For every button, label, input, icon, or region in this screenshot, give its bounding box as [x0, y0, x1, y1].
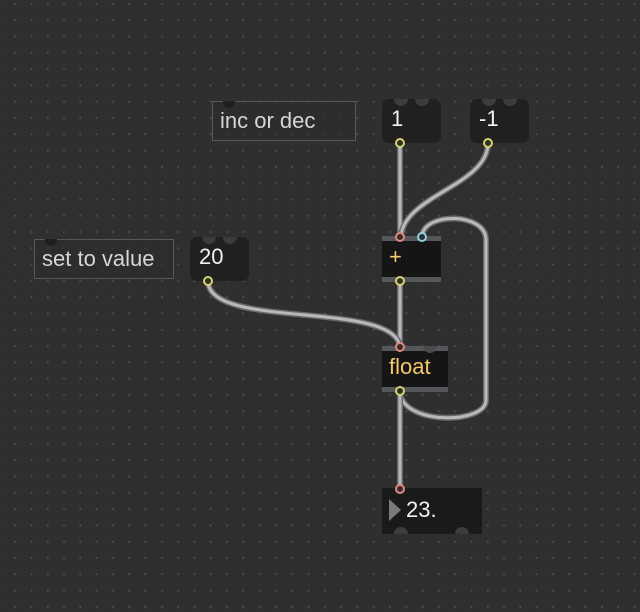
- message-1-outlet[interactable]: [395, 138, 405, 148]
- inlet-bump: [223, 237, 237, 244]
- message-box-minus-1-text: -1: [479, 106, 499, 131]
- inlet-bump: [415, 99, 429, 106]
- message-minus-1-outlet[interactable]: [483, 138, 493, 148]
- number-box-inlet[interactable]: [395, 484, 405, 494]
- outlet-bump: [455, 527, 469, 534]
- comment-inlet-nub: [223, 101, 235, 108]
- inlet-bump: [394, 99, 408, 106]
- plus-outlet[interactable]: [395, 276, 405, 286]
- comment-inc-or-dec[interactable]: inc or dec: [212, 101, 356, 141]
- message-20-outlet[interactable]: [203, 276, 213, 286]
- message-box-20[interactable]: 20: [190, 237, 249, 281]
- float-object[interactable]: float: [382, 346, 448, 392]
- number-box-triangle-icon: [389, 499, 401, 521]
- cord-20-to-float-left[interactable]: [205, 278, 403, 350]
- inlet-bump: [202, 237, 216, 244]
- plus-right-inlet[interactable]: [417, 232, 427, 242]
- number-box[interactable]: 23.: [382, 488, 482, 534]
- float-left-inlet[interactable]: [395, 342, 405, 352]
- message-box-1[interactable]: 1: [382, 99, 441, 143]
- inlet-bump: [482, 99, 496, 106]
- plus-object[interactable]: +: [382, 236, 441, 282]
- comment-set-to-value[interactable]: set to value: [34, 239, 174, 279]
- comment-set-to-value-text: set to value: [42, 246, 155, 271]
- cord-float-to-plus-right[interactable]: [397, 215, 489, 421]
- float-object-text: float: [389, 354, 431, 379]
- outlet-bump: [394, 527, 408, 534]
- message-box-20-text: 20: [199, 244, 224, 269]
- comment-inlet-nub: [45, 239, 57, 246]
- message-box-1-text: 1: [391, 106, 404, 131]
- comment-inc-or-dec-text: inc or dec: [220, 108, 316, 133]
- plus-left-inlet[interactable]: [395, 232, 405, 242]
- inlet-bump: [423, 346, 437, 353]
- inlet-bump: [503, 99, 517, 106]
- number-box-value: 23.: [406, 497, 437, 522]
- cord-minus1-to-plus-left[interactable]: [398, 140, 491, 239]
- float-outlet[interactable]: [395, 386, 405, 396]
- message-box-minus-1[interactable]: -1: [470, 99, 529, 143]
- plus-object-text: +: [389, 244, 402, 269]
